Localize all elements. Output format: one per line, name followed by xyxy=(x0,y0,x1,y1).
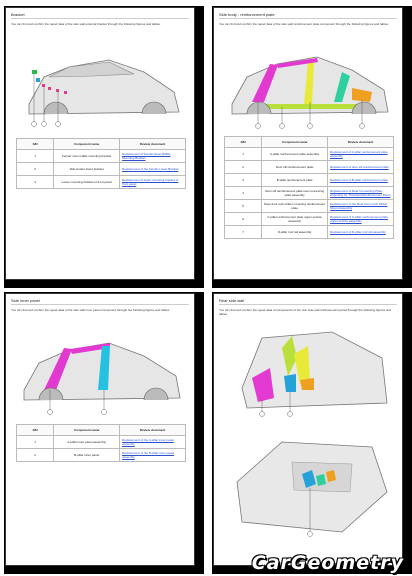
row-sn: 1 xyxy=(15,149,55,163)
row-document-link[interactable]: Replacement of the Fender Lower Bracket xyxy=(119,162,186,176)
row-document-link[interactable]: Replacement of the A-pillar inner panel … xyxy=(119,435,186,449)
divider xyxy=(11,304,189,305)
table-row: 2 Door sill reinforcement plate Replacem… xyxy=(223,160,394,174)
divider xyxy=(11,18,189,19)
document-page-3: Side inner panel You can find and confir… xyxy=(4,292,204,574)
row-sn: 2 xyxy=(15,448,55,462)
row-document-link[interactable]: Replacement of lower mounting bracket of… xyxy=(119,175,186,189)
row-document-link[interactable]: Replacement of the B-pillar inner panel … xyxy=(119,448,186,462)
row-component: Lower mounting bracket of front panel xyxy=(53,175,121,189)
car-body-rear-diagram xyxy=(241,331,388,417)
row-sn: 1 xyxy=(15,435,55,449)
table-row: 6 C-pillar reinforcement plate upper sec… xyxy=(223,212,394,226)
column-header-sn: S/N xyxy=(15,424,55,436)
column-header-document: Review document xyxy=(327,136,394,148)
row-document-link[interactable]: Replacement of B-pillar reinforcement pl… xyxy=(327,173,394,187)
row-sn: 3 xyxy=(15,175,55,189)
table-row: 2 Side fender lower bracket Replacement … xyxy=(15,162,186,176)
car-body-side-diagram xyxy=(231,56,389,129)
table-header-row: S/N Component name Review document xyxy=(223,136,394,148)
divider xyxy=(219,18,397,19)
car-body-side-diagram xyxy=(28,59,180,127)
table-row: 7 D-pillar roof rail assembly Replacemen… xyxy=(223,225,394,239)
table-row: 4 Door sill reinforcement plate rear con… xyxy=(223,186,394,200)
column-header-document: Review document xyxy=(119,424,186,436)
parts-table: S/N Component name Review document 1 A-p… xyxy=(223,136,394,239)
page-title: Rear side wall xyxy=(219,298,245,303)
row-component: Fender rear middle mounting bracket xyxy=(53,149,121,163)
page-content: Side inner panel You can find and confir… xyxy=(5,293,195,566)
row-component: A-pillar inner panel assembly xyxy=(53,435,121,449)
inner-panel-figure xyxy=(14,318,188,418)
page-content: Rear side wall You can find and confirm … xyxy=(213,293,403,566)
row-document-link[interactable]: Replacement of the Rear Door Lock Strike… xyxy=(327,199,394,213)
car-body-underbody-diagram xyxy=(236,441,388,537)
column-header-sn: S/N xyxy=(15,138,55,150)
row-document-link[interactable]: Replacement of door sill reinforcement p… xyxy=(327,160,394,174)
row-sn: 4 xyxy=(223,186,263,200)
parts-table: S/N Component name Review document 1 A-p… xyxy=(15,424,186,462)
document-page-2: Side body - reinforcement plate You can … xyxy=(212,6,412,288)
row-component: Door sill reinforcement plate xyxy=(261,160,329,174)
page-intro: You can find and confirm the repair data… xyxy=(11,22,161,26)
row-sn: 3 xyxy=(223,173,263,187)
page-title: Side body - reinforcement plate xyxy=(219,12,275,17)
car-body-side-diagram xyxy=(23,342,181,415)
page-title: Bracket xyxy=(11,12,25,17)
reinforcement-figure xyxy=(222,32,396,132)
row-component: A-pillar reinforcement plate assembly xyxy=(261,147,329,161)
row-document-link[interactable]: Replacement of A-pillar reinforcement pl… xyxy=(327,147,394,161)
table-header-row: S/N Component name Review document xyxy=(15,424,186,436)
page-intro: You can find and confirm the repair data… xyxy=(219,22,389,26)
page-intro: You can find and confirm the repair data… xyxy=(219,308,391,316)
table-row: 3 B-pillar reinforcement plate Replaceme… xyxy=(223,173,394,187)
row-sn: 5 xyxy=(223,199,263,213)
row-sn: 7 xyxy=(223,225,263,239)
column-header-component: Component name xyxy=(53,138,121,150)
rear-side-wall-figure-upper xyxy=(222,318,396,418)
brand-watermark: CarGeometry xyxy=(251,552,404,574)
row-component: Door sill reinforcement plate rear conne… xyxy=(261,186,329,200)
row-component: D-pillar roof rail assembly xyxy=(261,225,329,239)
row-document-link[interactable]: Replacement of D-pillar roof rail assemb… xyxy=(327,225,394,239)
table-row: 1 A-pillar reinforcement plate assembly … xyxy=(223,147,394,161)
column-header-component: Component name xyxy=(261,136,329,148)
row-document-link[interactable]: Replacement of C-pillar reinforcement pl… xyxy=(327,212,394,226)
table-header-row: S/N Component name Review document xyxy=(15,138,186,150)
table-row: 3 Lower mounting bracket of front panel … xyxy=(15,175,186,189)
column-header-component: Component name xyxy=(53,424,121,436)
row-sn: 2 xyxy=(15,162,55,176)
table-row: 2 B-pillar inner panel Replacement of th… xyxy=(15,448,186,462)
table-row: 1 A-pillar inner panel assembly Replacem… xyxy=(15,435,186,449)
table-row: 5 Rear door lock striker mounting reinfo… xyxy=(223,199,394,213)
document-page-1: Bracket You can find and confirm the rep… xyxy=(4,6,204,288)
row-sn: 6 xyxy=(223,212,263,226)
row-document-link[interactable]: Replacement of Rear Connecting Plate Ass… xyxy=(327,186,394,200)
bracket-figure xyxy=(14,32,188,132)
document-page-4: Rear side wall You can find and confirm … xyxy=(212,292,412,574)
rear-side-wall-figure-lower xyxy=(222,422,396,542)
row-component: Side fender lower bracket xyxy=(53,162,121,176)
parts-table: S/N Component name Review document 1 Fen… xyxy=(15,138,186,189)
divider xyxy=(219,304,397,305)
row-component: B-pillar inner panel xyxy=(53,448,121,462)
row-sn: 2 xyxy=(223,160,263,174)
page-title: Side inner panel xyxy=(11,298,40,303)
row-document-link[interactable]: Replacement of Fender Rear Middle Mounti… xyxy=(119,149,186,163)
page-content: Bracket You can find and confirm the rep… xyxy=(5,7,195,280)
row-sn: 1 xyxy=(223,147,263,161)
column-header-sn: S/N xyxy=(223,136,263,148)
page-intro: You can find and confirm the repair data… xyxy=(11,308,170,312)
column-header-document: Review document xyxy=(119,138,186,150)
row-component: C-pillar reinforcement plate upper secti… xyxy=(261,212,329,226)
row-component: B-pillar reinforcement plate xyxy=(261,173,329,187)
table-row: 1 Fender rear middle mounting bracket Re… xyxy=(15,149,186,163)
row-component: Rear door lock striker mounting reinforc… xyxy=(261,199,329,213)
page-content: Side body - reinforcement plate You can … xyxy=(213,7,403,280)
